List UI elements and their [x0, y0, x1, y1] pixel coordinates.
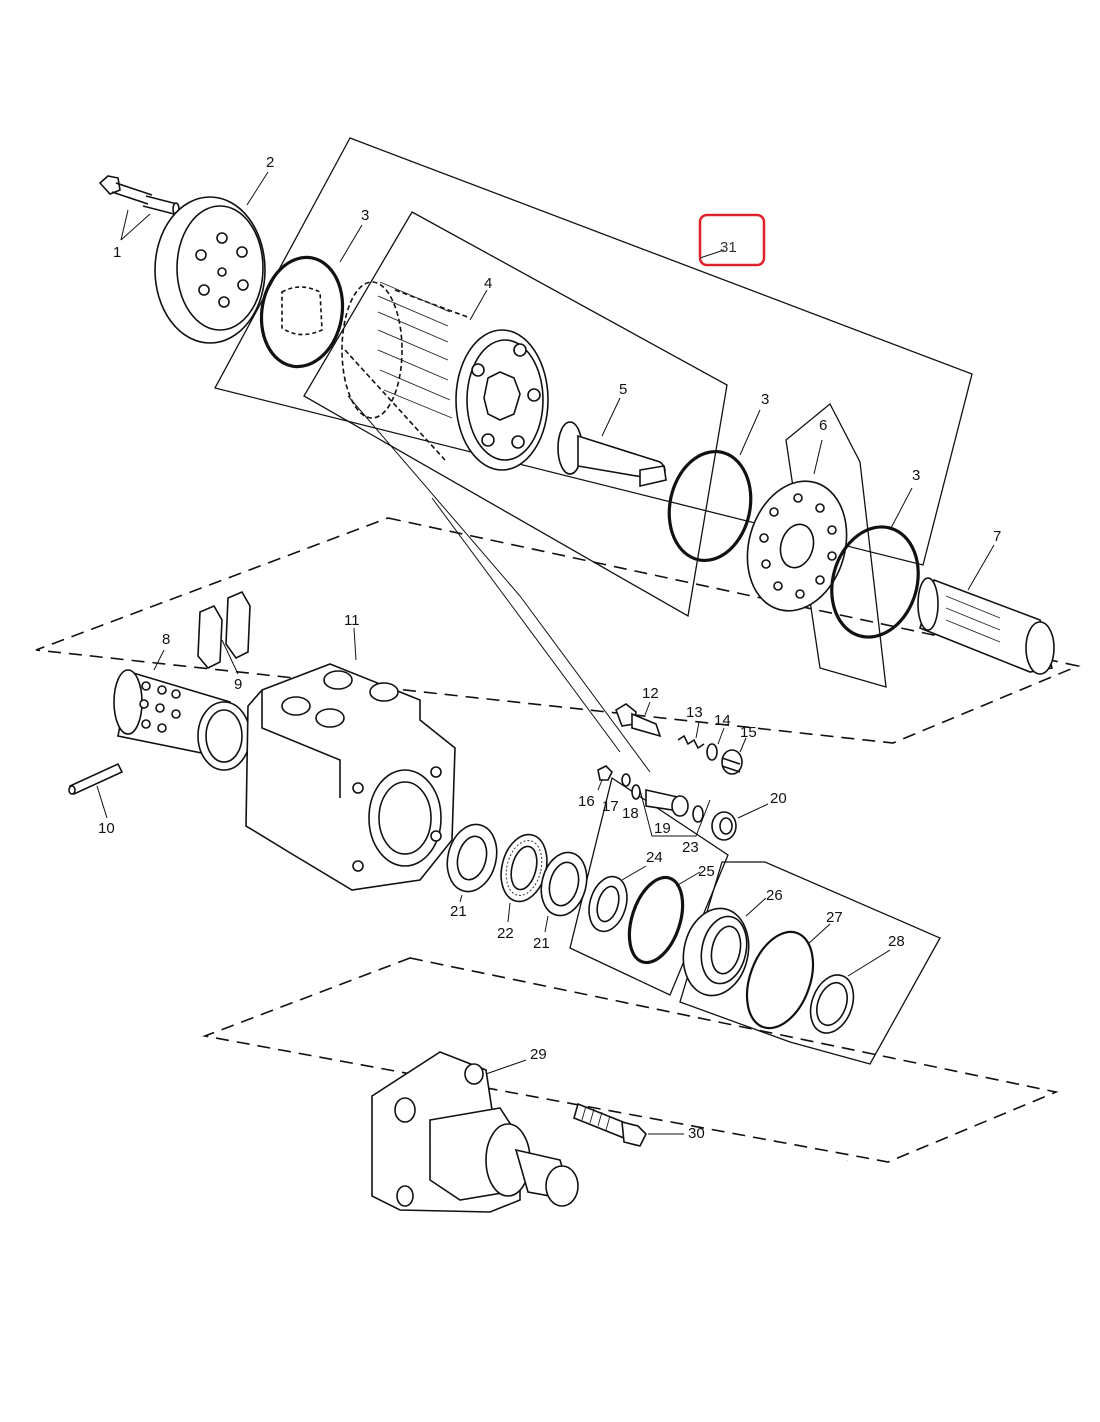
ball-icon — [597, 765, 613, 791]
callout-20: 20 — [770, 790, 787, 807]
relief-valve-icon — [645, 789, 689, 817]
sleeve-icon — [113, 649, 251, 771]
dashed-valve-group — [35, 517, 1081, 744]
quad-ring-icon — [809, 949, 891, 1034]
callout-21: 21 — [450, 903, 467, 920]
callout-5: 5 — [619, 381, 627, 398]
o-ring-icon — [259, 224, 363, 369]
seal-kit-outline — [679, 861, 941, 1065]
callout-8: 8 — [162, 631, 170, 648]
callout-2: 2 — [266, 154, 274, 171]
callout-31-highlight — [698, 213, 766, 267]
seal-icon — [692, 805, 704, 823]
kit-31-leader-a — [347, 395, 651, 773]
callout-19: 19 — [654, 820, 671, 837]
kit-31-leader-b — [431, 497, 621, 753]
thrust-bearing-icon — [500, 833, 548, 923]
callout-3: 3 — [761, 391, 769, 408]
plug-icon — [721, 737, 747, 775]
bearing-race-icon — [446, 823, 498, 903]
plug-icon — [711, 803, 769, 841]
callout-31-group[interactable]: 31 — [698, 213, 766, 267]
centering-springs-icon — [197, 590, 251, 675]
callout-31-leader — [699, 249, 725, 259]
callout-15: 15 — [740, 724, 757, 741]
o-ring-icon — [667, 409, 761, 563]
o-ring-icon — [627, 871, 701, 965]
callout-10: 10 — [98, 820, 115, 837]
callout-13: 13 — [686, 704, 703, 721]
callout-9: 9 — [234, 676, 242, 693]
callout-3: 3 — [361, 207, 369, 224]
gerotor-set-icon — [341, 281, 549, 471]
gerotor-group-outline — [303, 211, 728, 618]
screw-icon — [573, 1102, 684, 1147]
callout-4: 4 — [484, 275, 492, 292]
callout-22: 22 — [497, 925, 514, 942]
callout-18: 18 — [622, 805, 639, 822]
washer-icon — [706, 727, 725, 761]
o-ring-icon — [830, 487, 920, 639]
bushing-icon — [682, 897, 767, 997]
seat-icon — [621, 773, 631, 787]
callout-6: 6 — [819, 417, 827, 434]
valve-housing-icon — [245, 627, 456, 891]
pin-icon — [68, 762, 124, 819]
callout-21: 21 — [533, 935, 550, 952]
callout-30: 30 — [688, 1125, 705, 1142]
callout-3: 3 — [912, 467, 920, 484]
callout-16: 16 — [578, 793, 595, 810]
callout-7: 7 — [993, 528, 1001, 545]
scan-dot: . — [847, 1157, 849, 1163]
spool-sleeve-icon — [917, 544, 1055, 675]
callout-31: 31 — [720, 239, 737, 256]
callout-27: 27 — [826, 909, 843, 926]
callout-26: 26 — [766, 887, 783, 904]
callout-12: 12 — [642, 685, 659, 702]
spacer-plate-icon — [746, 439, 848, 612]
spring-icon — [677, 721, 705, 750]
callout-14: 14 — [714, 712, 731, 729]
o-ring-small-icon — [631, 784, 641, 800]
callout-11: 11 — [344, 612, 360, 629]
seal-group-outline — [569, 776, 729, 996]
column-flange-icon — [371, 1051, 579, 1213]
callout-24: 24 — [646, 849, 663, 866]
callout-29: 29 — [530, 1046, 547, 1063]
callout-28: 28 — [888, 933, 905, 950]
callout-23: 23 — [682, 839, 699, 856]
callout-17: 17 — [602, 798, 619, 815]
callout-1: 1 — [113, 244, 121, 261]
check-valve-icon — [615, 701, 662, 738]
dashed-column-group — [202, 957, 1059, 1163]
callout-25: 25 — [698, 863, 715, 880]
spacer-group-outline — [785, 402, 887, 688]
end-cap-icon — [154, 171, 269, 344]
o-ring-icon — [745, 923, 831, 1030]
bearing-race-icon — [540, 851, 588, 933]
kit-31-outline — [214, 137, 973, 566]
seal-ring-icon — [588, 865, 647, 933]
drive-shaft-icon — [557, 397, 667, 488]
